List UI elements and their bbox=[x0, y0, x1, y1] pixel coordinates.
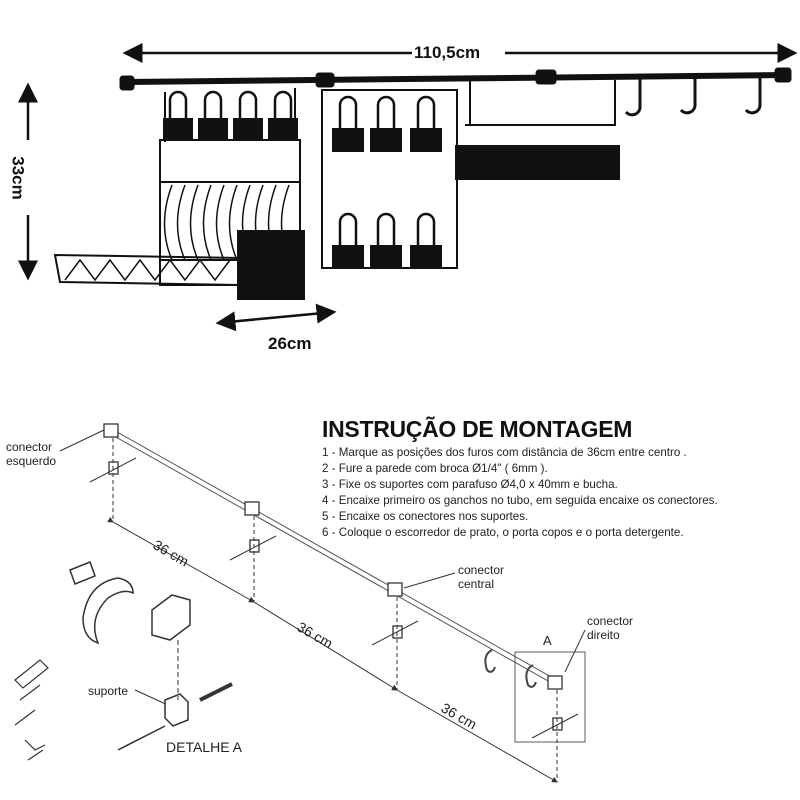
step-2: 2 - Fure a parede com broca Ø1/4" ( 6mm … bbox=[322, 462, 548, 475]
assembly-diagram bbox=[14, 423, 586, 783]
center-connector-label: conector central bbox=[458, 563, 504, 591]
depth-dimension: 26cm bbox=[268, 334, 312, 353]
label-line: conector bbox=[587, 614, 634, 628]
instructions-list: 1 - Marque as posições dos furos com dis… bbox=[322, 445, 718, 541]
left-connector-label: conector esquerdo bbox=[6, 440, 56, 468]
step-3: 3 - Fixe os suportes com parafuso Ø4,0 x… bbox=[322, 478, 618, 491]
height-dimension: 33cm bbox=[8, 156, 28, 200]
instructions-title: INSTRUÇÃO DE MONTAGEM bbox=[322, 416, 633, 442]
width-dimension: 110,5cm bbox=[414, 43, 481, 62]
step-4: 4 - Encaixe primeiro os ganchos no tubo,… bbox=[322, 494, 718, 507]
rail bbox=[119, 67, 792, 91]
label-line: esquerdo bbox=[6, 454, 57, 468]
step-5: 5 - Encaixe os conectores nos suportes. bbox=[322, 510, 529, 523]
label-line: direito bbox=[587, 628, 620, 642]
support-label: suporte bbox=[88, 684, 129, 698]
depth-dimension-line bbox=[215, 311, 271, 332]
right-connector-label: conector direito bbox=[587, 614, 633, 642]
label-line: conector bbox=[458, 563, 505, 577]
detail-a-label: DETALHE A bbox=[166, 739, 242, 755]
detail-marker: A bbox=[543, 633, 552, 648]
label-line: conector bbox=[6, 440, 53, 454]
step-1: 1 - Marque as posições dos furos com dis… bbox=[322, 446, 687, 459]
label-line: central bbox=[458, 577, 495, 591]
step-6: 6 - Coloque o escorredor de prato, o por… bbox=[322, 526, 684, 539]
